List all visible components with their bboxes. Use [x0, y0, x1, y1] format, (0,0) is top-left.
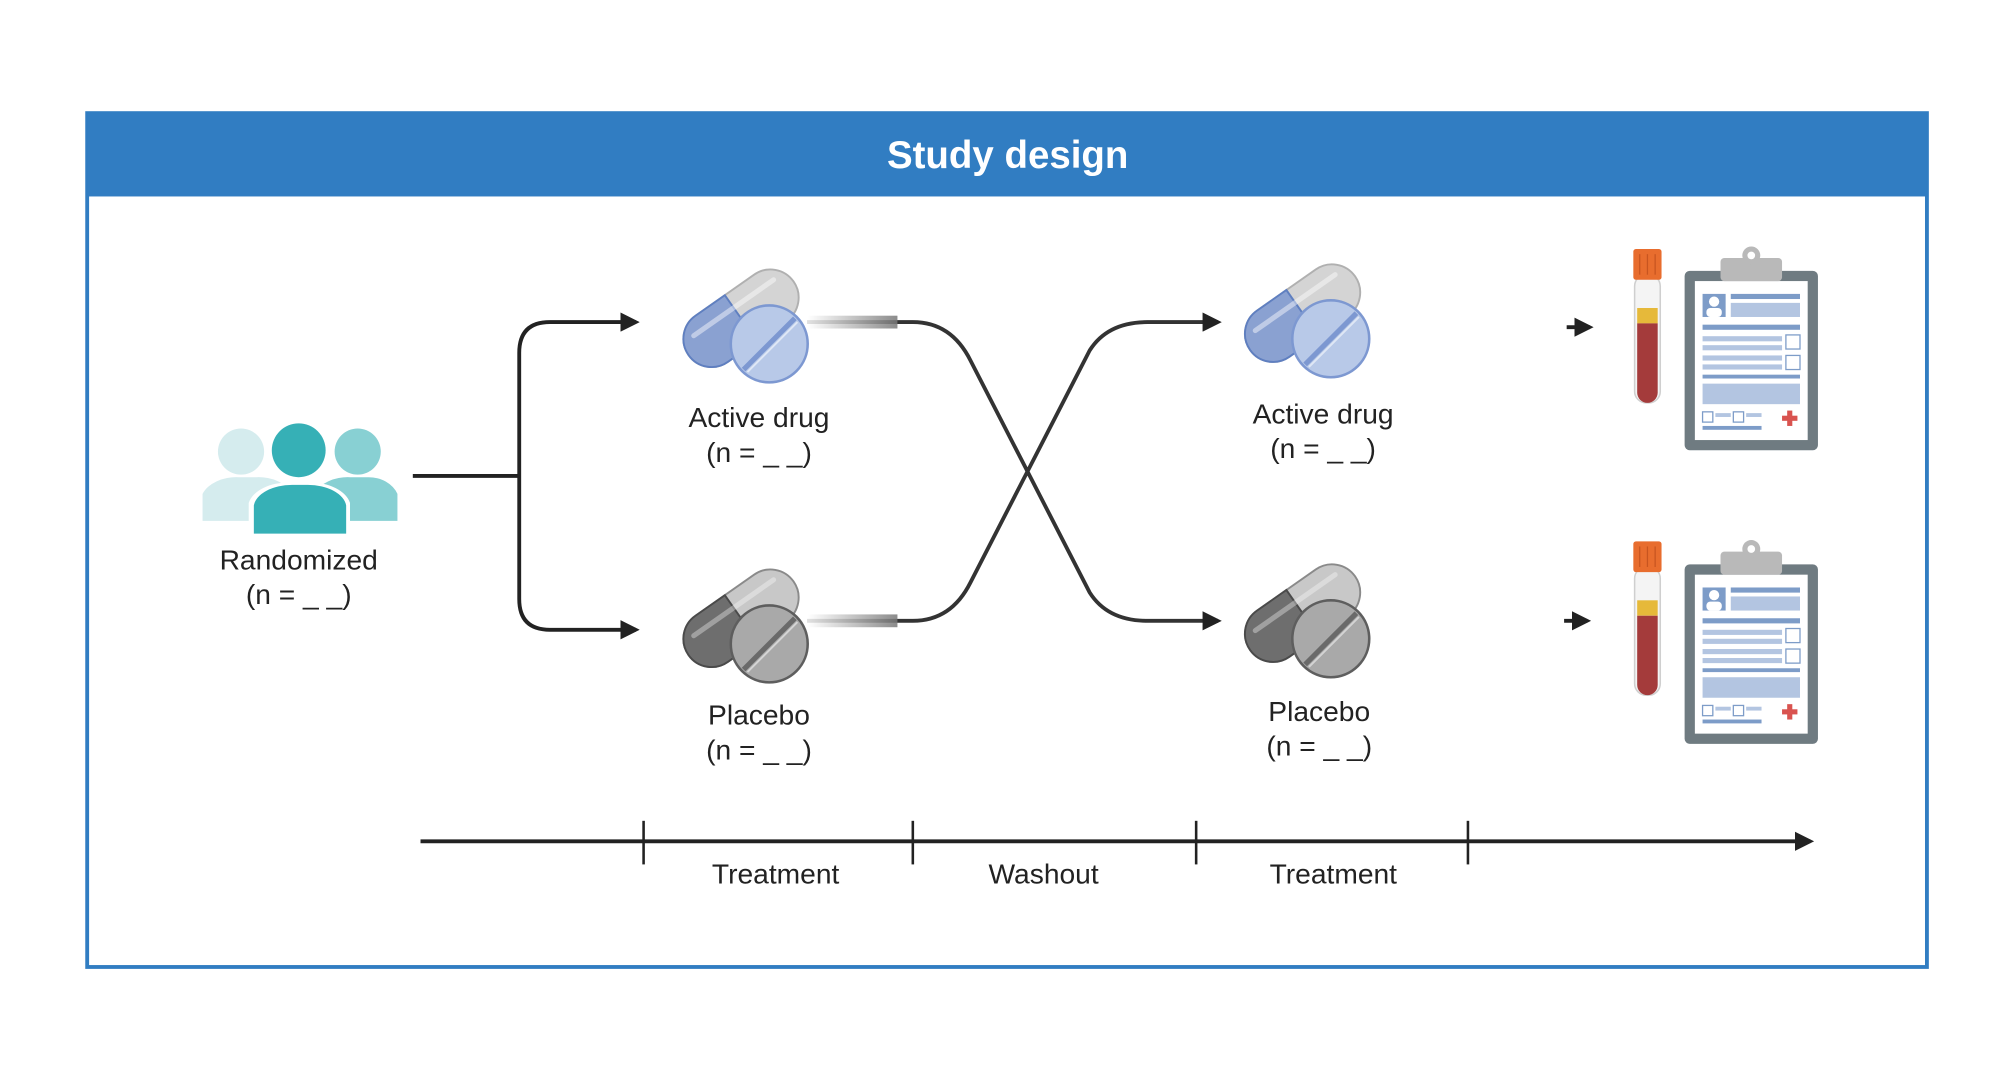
clipboard-report-icon	[1683, 245, 1819, 451]
active-drug-count-1: (n = _ _)	[706, 436, 812, 468]
fade-overlay	[807, 315, 898, 329]
arrow-to-active-1	[517, 312, 640, 476]
active-drug-label-1: Active drug	[688, 401, 829, 433]
clipboard-report-icon	[1683, 539, 1819, 745]
frame-border	[85, 111, 1929, 969]
crossover-active-to-placebo	[807, 320, 1222, 631]
active-drug-count-2: (n = _ _)	[1270, 432, 1376, 464]
randomized-count: (n = _ _)	[246, 578, 352, 610]
phase-label-washout: Washout	[988, 858, 1098, 890]
placebo-count-1: (n = _ _)	[706, 733, 812, 765]
placebo-label-2: Placebo	[1268, 695, 1370, 727]
active-drug-label-2: Active drug	[1253, 397, 1394, 429]
blood-tube-icon	[1632, 248, 1663, 404]
placebo-count-2: (n = _ _)	[1266, 729, 1372, 761]
blood-tube-icon	[1632, 540, 1663, 696]
page-title: Study design	[887, 134, 1128, 177]
header-bar	[87, 113, 1927, 197]
phase-label-treatment-1: Treatment	[712, 858, 840, 890]
phase-label-treatment-2: Treatment	[1270, 858, 1398, 890]
arrow-to-placebo-1	[517, 475, 640, 640]
crossover-placebo-to-active	[807, 312, 1222, 623]
people-group-icon	[202, 419, 398, 537]
randomized-label: Randomized	[220, 544, 378, 576]
placebo-label-1: Placebo	[708, 699, 810, 731]
fade-overlay	[807, 614, 898, 628]
